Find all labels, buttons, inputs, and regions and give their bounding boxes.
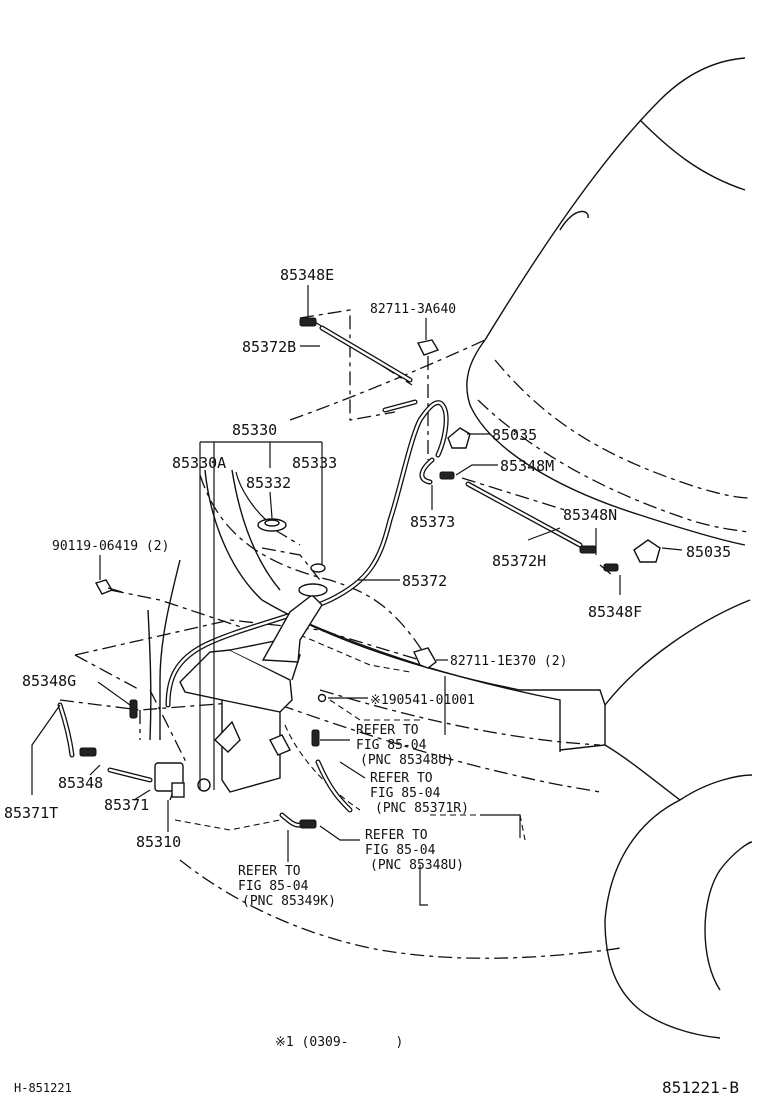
label-190541-01001: ※190541-01001 <box>370 693 475 708</box>
hose-85371 <box>57 702 153 783</box>
label-85372H: 85372H <box>492 552 546 570</box>
label-82711-3A640: 82711-3A640 <box>370 302 456 317</box>
drawing-code-right: 851221-B <box>662 1078 739 1097</box>
assembly-lines <box>59 309 613 841</box>
label-85348F: 85348F <box>588 603 642 621</box>
label-85330A: 85330A <box>172 454 226 472</box>
label-85348G: 85348G <box>22 672 76 690</box>
refer-note-2: REFER TO FIG 85-04 (PNC 85371R) <box>370 771 469 816</box>
hose-85372B <box>319 325 413 383</box>
hose-85373 <box>382 399 435 485</box>
refer-note-2-line3: (PNC 85371R) <box>375 801 469 816</box>
washer-motor-85310 <box>154 762 211 798</box>
label-85333: 85333 <box>292 454 337 472</box>
label-85330: 85330 <box>232 421 277 439</box>
part-labels: 85348E 82711-3A640 85372B 85330 85035 85… <box>4 266 731 851</box>
hose-lower <box>279 759 353 828</box>
jet-85035-top <box>447 427 471 449</box>
label-85372: 85372 <box>402 572 447 590</box>
refer-note-1-line2: FIG 85-04 <box>356 738 427 753</box>
refer-note-2-line1: REFER TO <box>370 771 433 786</box>
label-85371: 85371 <box>104 796 149 814</box>
footnote-text: ※1 (0309- ) <box>275 1035 403 1050</box>
label-90119-06419: 90119-06419 (2) <box>52 539 169 554</box>
label-85035-top: 85035 <box>492 426 537 444</box>
refer-note-1-line1: REFER TO <box>356 723 419 738</box>
washer-tank <box>179 583 328 793</box>
refer-note-3-line3: (PNC 85348U) <box>370 858 464 873</box>
label-85035-right: 85035 <box>686 543 731 561</box>
refer-note-4: REFER TO FIG 85-04 (PNC 85349K) <box>238 864 336 909</box>
label-85373: 85373 <box>410 513 455 531</box>
refer-note-3-line2: FIG 85-04 <box>365 843 436 858</box>
bolt-90119 <box>94 579 123 595</box>
label-85332: 85332 <box>246 474 291 492</box>
jet-85035-right <box>633 539 661 563</box>
refer-note-1-line3: (PNC 85348U) <box>360 753 454 768</box>
drawing-code-left: H-851221 <box>14 1081 72 1095</box>
cap-85332 <box>257 518 287 532</box>
label-85348N: 85348N <box>563 506 617 524</box>
refer-note-1: REFER TO FIG 85-04 (PNC 85348U) <box>356 723 454 768</box>
connectors <box>79 317 619 829</box>
clip-82711-3A640 <box>416 339 440 356</box>
hose-85372 <box>165 400 449 708</box>
refer-note-4-line2: FIG 85-04 <box>238 879 309 894</box>
grommet-85333 <box>310 563 326 573</box>
leader-lines <box>31 285 683 906</box>
refer-note-4-line3: (PNC 85349K) <box>242 894 336 909</box>
label-85372B: 85372B <box>242 338 296 356</box>
refer-note-3-line1: REFER TO <box>365 828 428 843</box>
label-82711-1E370: 82711-1E370 (2) <box>450 654 567 669</box>
clip-82711-1E370 <box>413 647 437 669</box>
refer-note-4-line1: REFER TO <box>238 864 301 879</box>
label-85348M: 85348M <box>500 457 554 475</box>
label-85348: 85348 <box>58 774 103 792</box>
hose-85372H <box>465 481 583 548</box>
label-85371T: 85371T <box>4 804 58 822</box>
refer-note-3: REFER TO FIG 85-04 (PNC 85348U) <box>365 828 464 873</box>
footer: ※1 (0309- ) H-851221 851221-B <box>14 1035 739 1097</box>
label-85348E: 85348E <box>280 266 334 284</box>
refer-note-2-line2: FIG 85-04 <box>370 786 441 801</box>
label-85310: 85310 <box>136 833 181 851</box>
